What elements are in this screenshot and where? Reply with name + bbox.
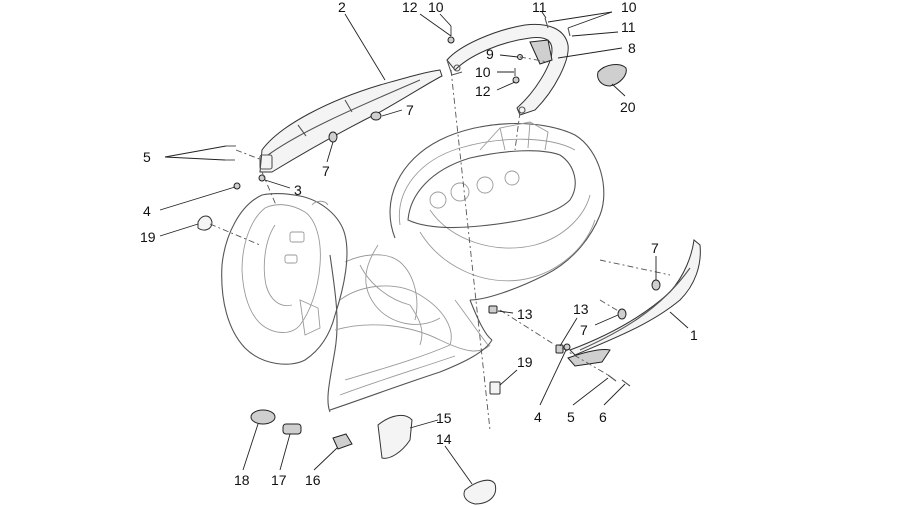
- front-shield: [221, 193, 348, 365]
- callout-3: 3: [294, 182, 302, 198]
- callout-19: 19: [140, 229, 156, 245]
- callout-11: 11: [532, 0, 547, 15]
- callout-19: 19: [517, 354, 533, 370]
- callout-18: 18: [234, 472, 250, 488]
- callout-7: 7: [406, 102, 414, 118]
- callout-15: 15: [436, 410, 452, 426]
- callout-7: 7: [651, 240, 659, 256]
- callout-2: 2: [338, 0, 346, 15]
- scooter-body-frame: [327, 121, 605, 413]
- callout-4: 4: [534, 409, 542, 425]
- assembly-lines: [209, 56, 671, 431]
- callout-4: 4: [143, 203, 151, 219]
- side-trim-right: [567, 239, 701, 367]
- side-trim-left: [259, 69, 443, 173]
- callout-5: 5: [567, 409, 575, 425]
- callout-16: 16: [305, 472, 321, 488]
- leader-lines: [159, 11, 689, 485]
- callout-1: 1: [690, 327, 698, 343]
- callout-20: 20: [620, 99, 636, 115]
- callout-10: 10: [475, 64, 491, 80]
- callout-11: 11: [621, 19, 636, 35]
- callout-13: 13: [517, 306, 533, 322]
- callout-12: 12: [402, 0, 418, 15]
- callout-7: 7: [322, 163, 330, 179]
- callout-8: 8: [628, 40, 636, 56]
- callout-13: 13: [573, 301, 589, 317]
- small-parts: [197, 17, 661, 505]
- callout-17: 17: [271, 472, 287, 488]
- callout-10: 10: [428, 0, 444, 15]
- callout-7: 7: [580, 322, 588, 338]
- callout-5: 5: [143, 149, 151, 165]
- callout-12: 12: [475, 83, 491, 99]
- callout-10: 10: [621, 0, 637, 15]
- callout-labels: 2 12 10 11 10 11 9 8 10 12 20 7 5 7 3 4 …: [140, 0, 698, 488]
- callout-6: 6: [599, 409, 607, 425]
- callout-9: 9: [486, 46, 494, 62]
- rear-grab-rail: [446, 23, 569, 116]
- callout-14: 14: [436, 431, 452, 447]
